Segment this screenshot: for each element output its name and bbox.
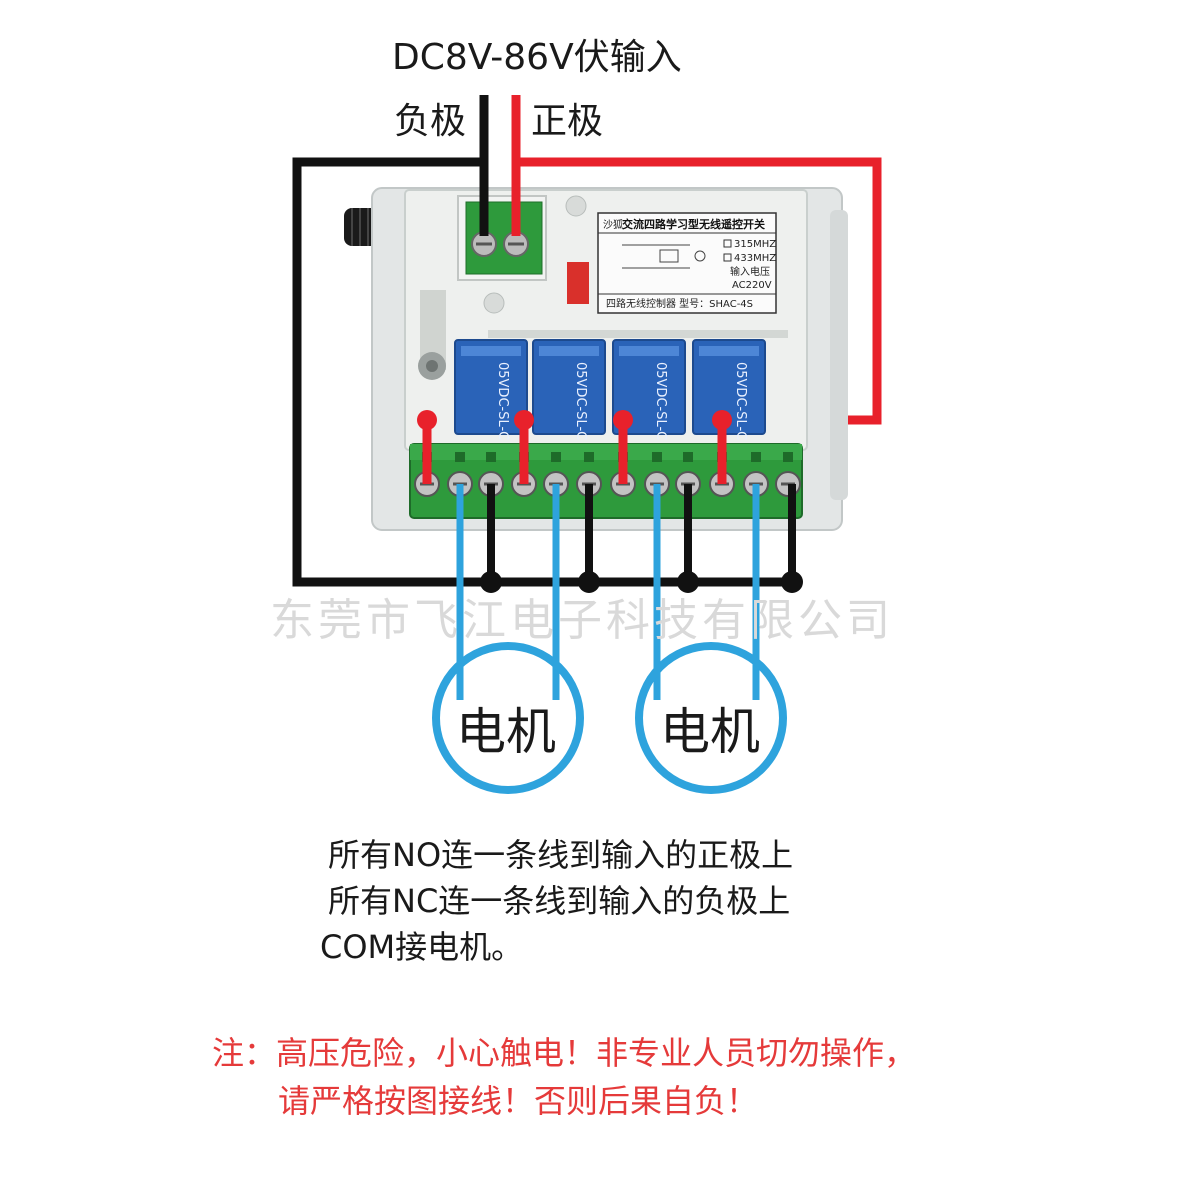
terminal-wires — [417, 410, 803, 700]
warning-line-1: 注：高压危险，小心触电！非专业人员切勿操作， — [212, 1034, 917, 1072]
negative-label: 负极 — [394, 101, 467, 142]
no-junction-4 — [712, 410, 732, 430]
svg-text:05VDC-SL-C: 05VDC-SL-C — [733, 362, 748, 440]
nc-junction-2 — [578, 571, 600, 593]
relay-3: 05VDC-SL-C — [612, 339, 686, 440]
svg-text:05VDC-SL-C: 05VDC-SL-C — [653, 362, 668, 440]
motor-1-circle — [432, 642, 584, 794]
sticker-footer: 四路无线控制器 型号：SHAC-4S — [606, 297, 753, 310]
note-nc-wiring: 所有NC连一条线到输入的负极上 — [328, 882, 791, 920]
input-voltage-value: AC220V — [732, 280, 772, 291]
company-watermark: 东莞市飞江电子科技有限公司 — [270, 595, 894, 646]
motor-2-circle — [635, 642, 787, 794]
relay-group: 05VDC-SL-C 05VDC-SL-C 05VDC-SL-C 05VDC-SL-C — [454, 339, 766, 440]
positive-label: 正极 — [531, 101, 604, 142]
input-voltage-label: 输入电压 — [730, 265, 770, 278]
svg-text:05VDC-SL-C: 05VDC-SL-C — [495, 362, 510, 440]
power-input-title: DC8V-86V伏输入 — [392, 37, 682, 78]
nc-junction-4 — [781, 571, 803, 593]
relay-4: 05VDC-SL-C — [692, 339, 766, 440]
relay-2: 05VDC-SL-C — [532, 339, 606, 440]
sticker-title: 交流四路学习型无线遥控开关 — [622, 217, 765, 231]
no-junction-2 — [514, 410, 534, 430]
nc-junction-1 — [480, 571, 502, 593]
freq-433: 433MHZ — [734, 253, 776, 264]
motor-2-label: 电机 — [660, 703, 760, 761]
svg-text:05VDC-SL-C: 05VDC-SL-C — [573, 362, 588, 440]
warning-line-2: 请严格按图接线！否则后果自负！ — [278, 1082, 759, 1120]
note-com-wiring: COM接电机。 — [320, 928, 524, 966]
sticker-brand: 沙狐 — [603, 218, 623, 231]
freq-315: 315MHZ — [734, 239, 776, 250]
nc-junction-3 — [677, 571, 699, 593]
motor-1-label: 电机 — [456, 703, 556, 761]
module-sticker — [597, 212, 777, 314]
no-junction-3 — [613, 410, 633, 430]
note-no-wiring: 所有NO连一条线到输入的正极上 — [328, 836, 794, 874]
relay-1: 05VDC-SL-C — [454, 339, 528, 440]
no-junction-1 — [417, 410, 437, 430]
